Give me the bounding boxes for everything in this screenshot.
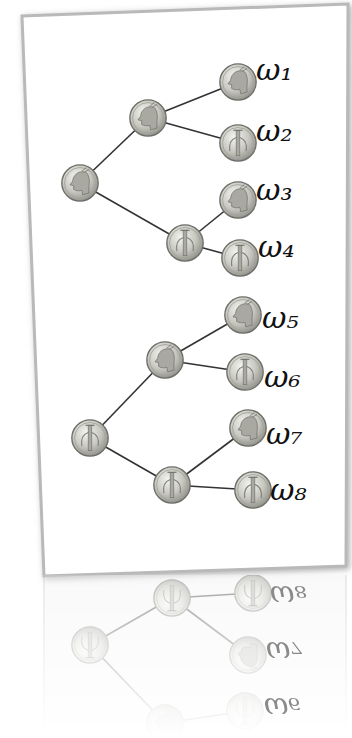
tree-reflection [72, 575, 271, 738]
heads-coin [225, 297, 261, 333]
outcome-label: ω₁ [256, 55, 293, 85]
tree-branches [80, 82, 240, 258]
card-panel [22, 4, 348, 576]
heads-coin [230, 410, 266, 446]
tails-coin [227, 354, 263, 390]
outcome-label: ω₄ [258, 232, 295, 262]
tails-coin [72, 420, 108, 456]
heads-coin [220, 182, 256, 218]
lower-tree [72, 297, 271, 508]
tails-coin [167, 225, 203, 261]
tails-coin [235, 472, 271, 508]
upper-tree [62, 64, 258, 276]
reflected-outcome-label: ω₈ [270, 581, 307, 611]
outcome-label: ω₃ [256, 175, 293, 205]
heads-coin [130, 100, 166, 136]
outcome-label: ω₅ [262, 303, 299, 333]
outcome-label: ω₂ [256, 116, 293, 146]
tails-coin [220, 125, 256, 161]
heads-coin [220, 64, 256, 100]
reflected-outcome-label: ω₇ [266, 637, 303, 667]
heads-coin [62, 165, 98, 201]
tails-coin [154, 467, 190, 503]
tree-branches [90, 315, 253, 490]
outcome-label: ω₇ [266, 419, 303, 449]
tails-coin [222, 240, 258, 276]
heads-coin [147, 342, 183, 378]
reflection [44, 566, 346, 738]
reflected-outcome-label: ω₆ [264, 693, 301, 723]
outcome-label: ω₈ [270, 475, 307, 505]
outcome-label: ω₆ [264, 362, 301, 392]
